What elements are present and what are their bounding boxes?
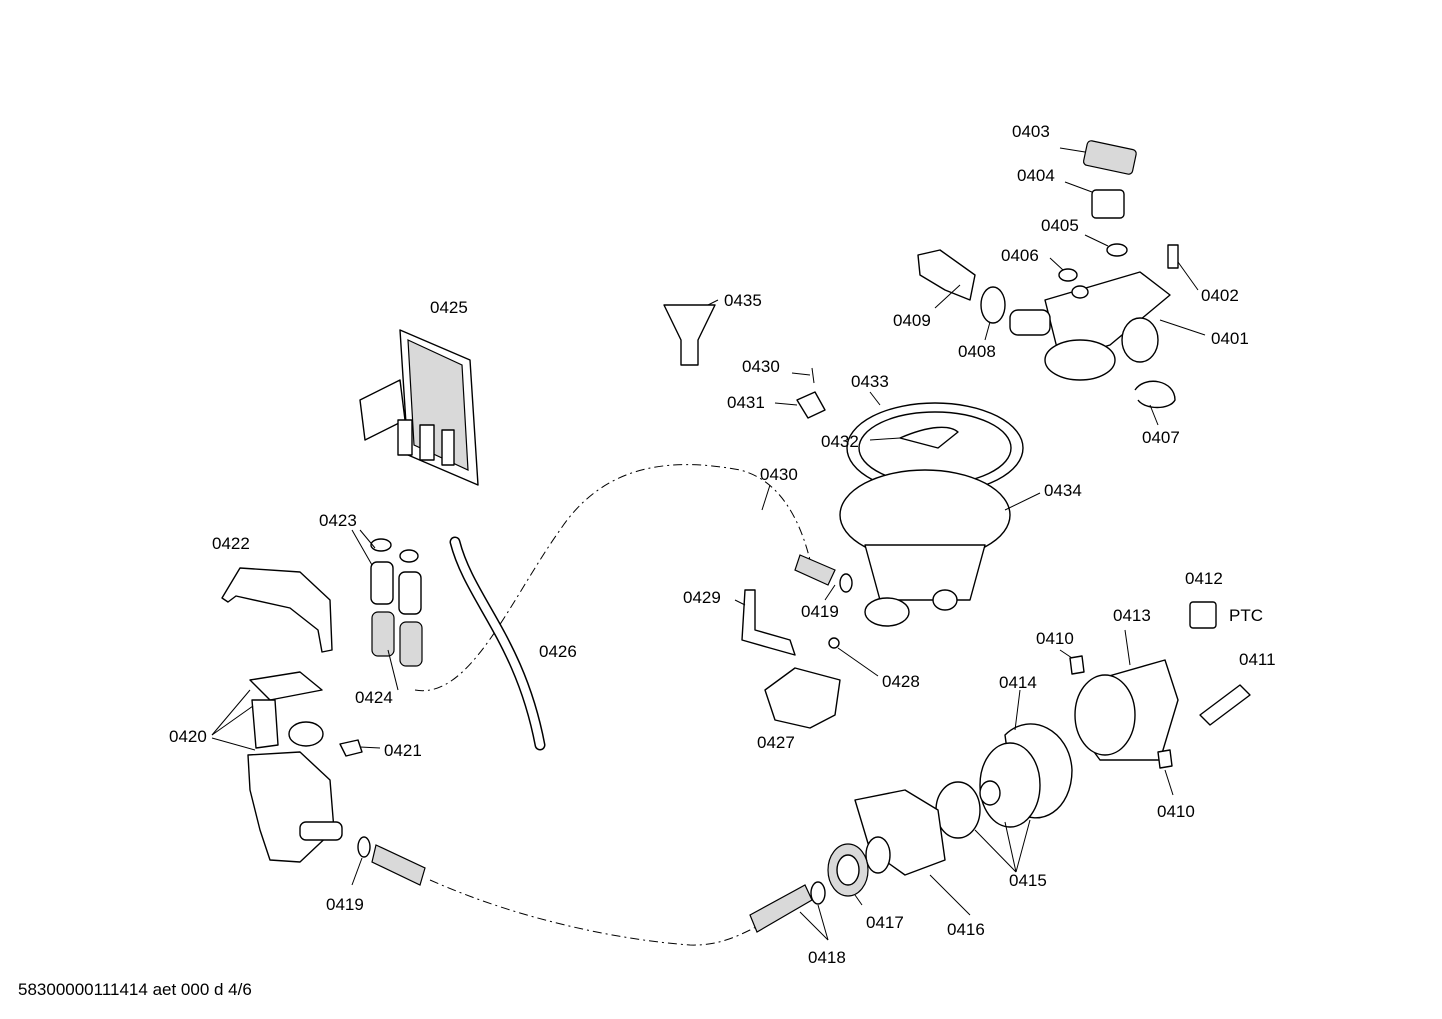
label-0419-lower: 0419	[326, 895, 364, 914]
part-0419-hose	[371, 844, 426, 886]
part-0423	[370, 538, 422, 615]
label-0421: 0421	[384, 741, 422, 760]
part-0407	[1134, 380, 1176, 409]
label-0420: 0420	[169, 727, 207, 746]
label-0405: 0405	[1041, 216, 1079, 235]
label-0412: 0412	[1185, 569, 1223, 588]
part-0425	[359, 329, 479, 486]
label-0410-upper: 0410	[1036, 629, 1074, 648]
part-0421	[339, 739, 363, 757]
part-0418-hose	[749, 884, 813, 933]
part-0435	[663, 304, 716, 366]
label-0428: 0428	[882, 672, 920, 691]
hose-route-lower	[429, 879, 761, 946]
label-0414: 0414	[999, 673, 1037, 692]
part-0432	[899, 426, 959, 449]
part-0411	[1199, 684, 1251, 726]
part-0419-ring	[357, 836, 371, 858]
part-0420	[247, 671, 343, 863]
part-0401	[1009, 271, 1171, 381]
part-0403	[1082, 140, 1137, 175]
part-0422	[221, 567, 333, 653]
part-0408	[980, 286, 1006, 324]
part-0430-screw	[811, 367, 815, 384]
label-0411: 0411	[1239, 650, 1276, 669]
hose-route-upper	[414, 464, 811, 692]
label-0422: 0422	[212, 534, 250, 553]
label-0429: 0429	[683, 588, 721, 607]
part-0413	[1074, 659, 1179, 761]
part-0406	[1058, 268, 1078, 282]
label-0423: 0423	[319, 511, 357, 530]
label-0419-upper: 0419	[801, 602, 839, 621]
label-0426: 0426	[539, 642, 577, 661]
label-0417: 0417	[866, 913, 904, 932]
label-0415: 0415	[1009, 871, 1047, 890]
part-0410-upper	[1069, 655, 1085, 675]
part-0412	[1189, 601, 1217, 629]
label-0432: 0432	[821, 432, 859, 451]
leader-lines	[211, 147, 1206, 941]
label-0406: 0406	[1001, 246, 1039, 265]
part-labels: 0403 0404 0405 0406 0402 0409 0408 0401 …	[169, 122, 1276, 967]
part-0431	[796, 391, 826, 419]
part-0415-impeller	[935, 781, 981, 839]
part-0402	[1167, 244, 1179, 269]
label-0409: 0409	[893, 311, 931, 330]
label-0427: 0427	[757, 733, 795, 752]
part-0415-ring	[979, 742, 1041, 828]
drawing-reference-footer: 58300000111414 aet 000 d 4/6	[18, 980, 252, 999]
label-0407: 0407	[1142, 428, 1180, 447]
part-0427	[764, 667, 841, 729]
part-0434	[839, 469, 1011, 627]
part-0404	[1091, 189, 1125, 219]
label-0401: 0401	[1211, 329, 1249, 348]
label-0435: 0435	[724, 291, 762, 310]
label-0430-mid: 0430	[760, 465, 798, 484]
part-0409	[917, 249, 976, 301]
label-0418: 0418	[808, 948, 846, 967]
part-0428	[828, 637, 840, 649]
label-0402: 0402	[1201, 286, 1239, 305]
label-0434: 0434	[1044, 481, 1082, 500]
label-0408: 0408	[958, 342, 996, 361]
label-ptc: PTC	[1229, 606, 1263, 625]
part-0429	[741, 589, 796, 656]
label-0425: 0425	[430, 298, 468, 317]
part-0419-upper-hose	[794, 554, 836, 586]
label-0413: 0413	[1113, 606, 1151, 625]
label-0424: 0424	[355, 688, 393, 707]
part-0405	[1106, 243, 1128, 257]
label-0433: 0433	[851, 372, 889, 391]
label-0430-top: 0430	[742, 357, 780, 376]
part-0418-ring	[810, 881, 826, 905]
part-0410-lower	[1157, 749, 1173, 769]
label-0410-lower: 0410	[1157, 802, 1195, 821]
label-0404: 0404	[1017, 166, 1055, 185]
part-0424	[371, 611, 423, 667]
label-0416: 0416	[947, 920, 985, 939]
label-0431: 0431	[727, 393, 765, 412]
label-0403: 0403	[1012, 122, 1050, 141]
